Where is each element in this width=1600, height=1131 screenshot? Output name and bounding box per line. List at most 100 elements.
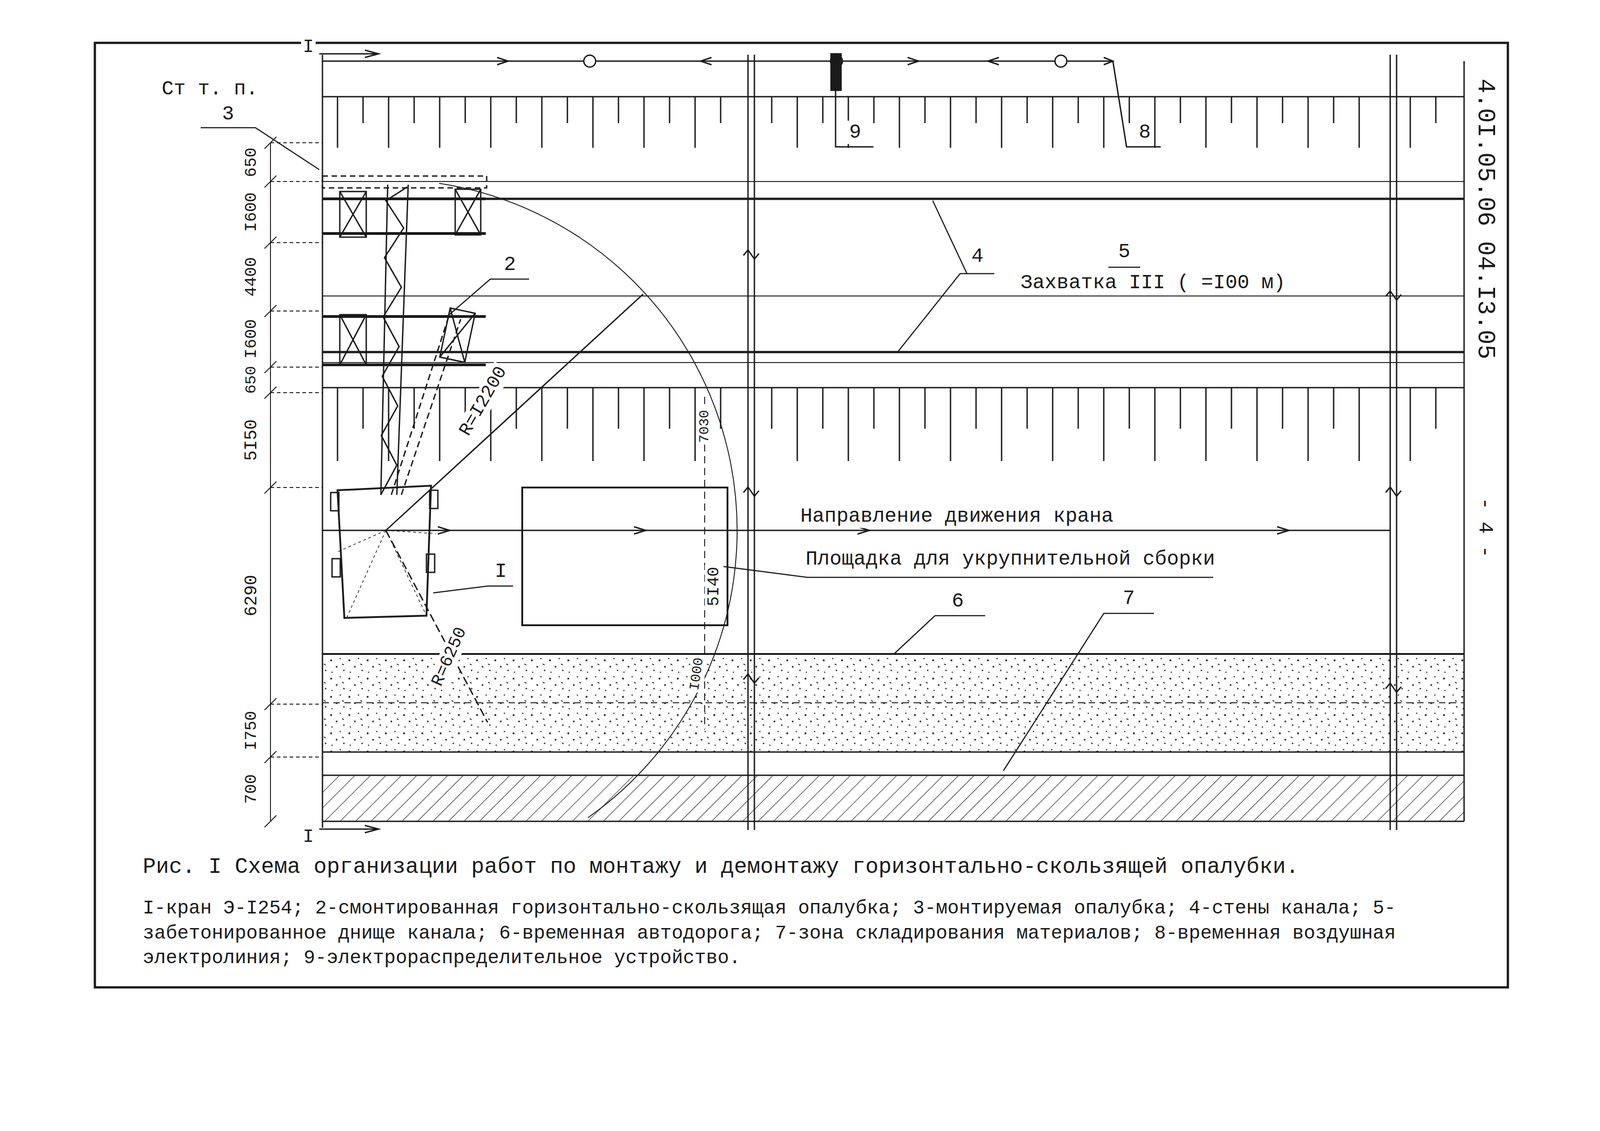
leader-lines [1003,613,1154,771]
wall-ticks [1231,387,1233,429]
formwork [455,189,481,235]
wall-ticks [771,96,773,124]
dimension: I600 [242,190,261,234]
wall-ticks [1205,96,1207,148]
power-line [322,60,1113,63]
leader-lines [893,615,986,655]
radius-dimension: R=6250 [426,622,473,691]
crane [385,294,644,531]
callout-number: 6 [950,589,966,613]
crane [429,490,438,509]
wall-ticks [1435,96,1437,124]
crane [439,183,738,818]
section-mark: I [301,826,316,848]
wall-ticks [694,96,697,148]
wall-ticks [592,387,594,462]
dimension: 700 [242,772,261,806]
formwork [339,191,367,238]
wall-ticks [413,96,416,124]
break-lines [1385,290,1402,693]
leader-lines [932,200,967,274]
wall-ticks [464,96,467,124]
site-bands [322,654,1465,822]
leader-lines [897,273,995,353]
wall-ticks [924,387,926,429]
wall-ticks [337,387,339,462]
wall-ticks [1077,96,1080,124]
wall-ticks [1231,96,1233,124]
wall-ticks [566,96,569,124]
power-line [1054,55,1067,68]
crane [322,530,1391,534]
callout-number: 5 [1116,240,1133,264]
wall-ticks [694,387,697,462]
dimension: 5I40 [704,565,724,608]
power-line [831,53,842,91]
break-lines [743,249,759,684]
power-line [322,53,1161,147]
formwork [439,307,476,363]
dimension: 7030 [696,408,713,445]
crane [426,554,435,573]
crane [380,187,408,495]
legend-note: I-кран Э-I254; 2-смонтированная горизонт… [142,896,1466,972]
wall-ticks [924,96,926,124]
wall-ticks [1077,387,1080,429]
wall-ticks [1358,96,1361,148]
wall-ticks [1026,387,1029,429]
wall-ticks [618,387,620,429]
section-marks [319,825,379,833]
leader-lines [433,586,514,593]
wall-ticks [362,387,364,429]
site-bands [322,653,1465,655]
area-note: Площадка для укрупнительной сборки [803,547,1217,572]
break-lines [753,54,756,831]
wall-ticks [1333,387,1335,429]
callout-number: 3 [220,102,236,126]
callout-number: 8 [1137,120,1153,145]
wall-ticks [1052,96,1054,148]
crane [322,183,1391,818]
dimension: 4400 [242,255,261,299]
crane [337,485,432,619]
wall-ticks [566,387,569,429]
figure-caption: Рис. I Схема организации работ по монтаж… [142,852,1466,882]
site-bands [322,702,1465,704]
frame [94,42,1508,988]
wall-ticks [541,387,543,462]
wall-ticks [771,387,773,429]
wall-ticks [1179,96,1182,124]
break-lines [743,54,1402,831]
section-marks [1463,61,1465,822]
leader-lines [449,279,530,315]
wall-ticks [873,96,875,124]
wall-ticks [975,387,977,429]
callout-number: 4 [969,244,986,269]
canal-lines [322,96,1465,98]
site-bands [322,775,1465,822]
wall-ticks [1154,96,1156,148]
wall-ticks [515,96,518,124]
crane [332,558,341,577]
wall-ticks [1128,96,1131,124]
wall-ticks [1154,387,1156,462]
wall-ticks [388,96,390,148]
formwork [339,314,367,365]
wall-ticks [1205,387,1207,462]
callout-number: 2 [502,253,518,277]
section-mark: I [301,36,316,58]
crane [396,184,409,495]
formwork [322,315,486,318]
dimension-chain [264,136,277,828]
wall-ticks [1103,387,1105,462]
wall-ticks [1409,96,1412,148]
formwork [439,307,476,363]
wall-ticks [337,96,1436,462]
canal-lines [322,197,1465,201]
crane [380,184,388,495]
wall-ticks [669,387,671,429]
break-lines [747,54,749,831]
formwork [322,176,487,188]
section-marks [319,50,1465,833]
site-bands [322,654,1465,753]
